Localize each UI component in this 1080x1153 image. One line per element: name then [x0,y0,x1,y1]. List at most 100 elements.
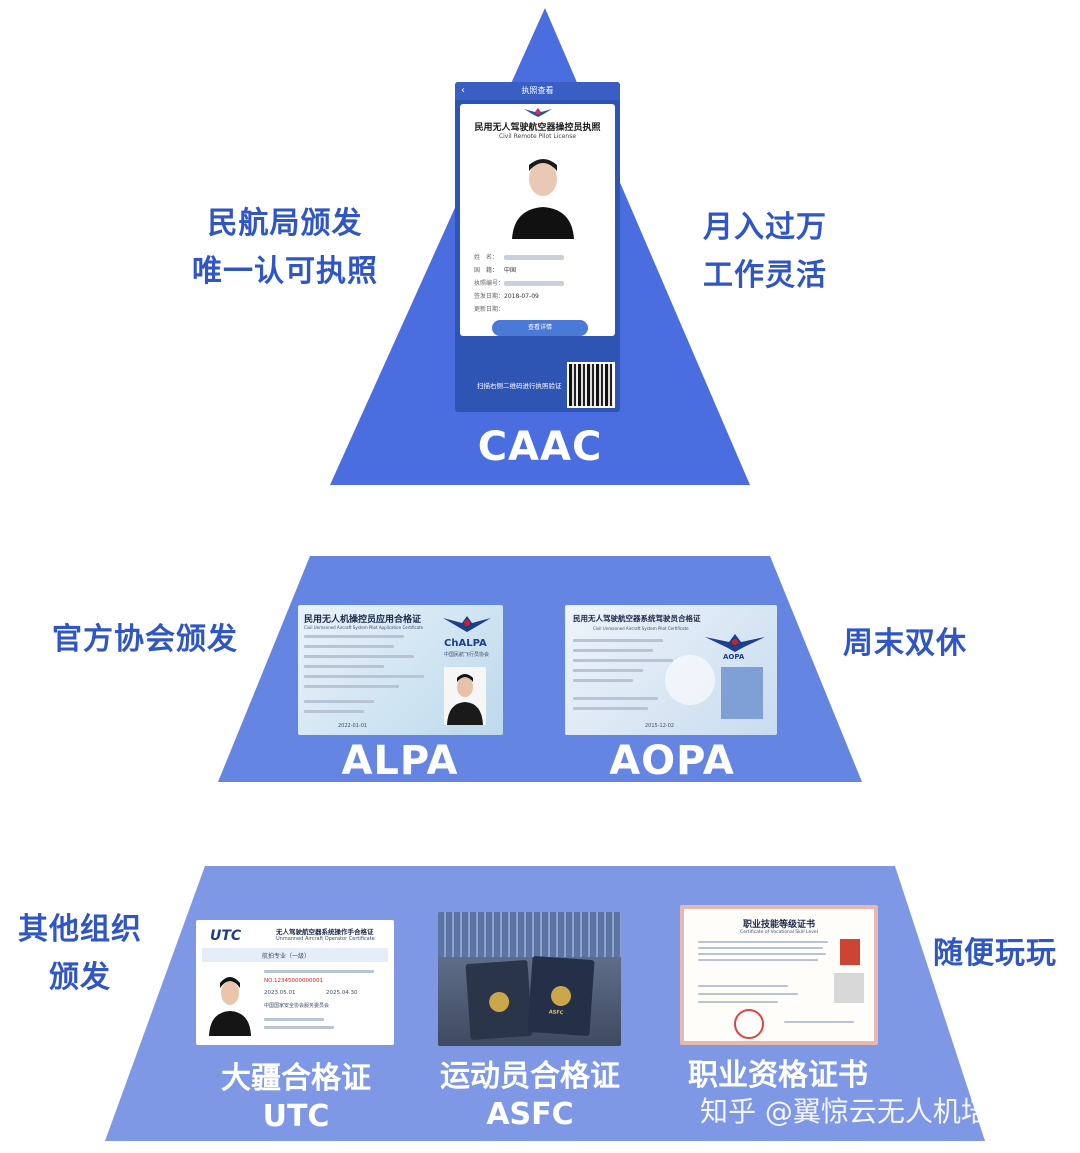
aopa-caption: AOPA [609,738,735,784]
alpa-line [304,645,394,648]
asfc-booklet [465,959,533,1041]
voc-line [698,993,798,995]
qr-code [567,362,615,408]
alpa-org: 中国民航飞行员协会 [444,652,490,658]
utc-major-bar: 航拍专业（一级） [202,948,388,962]
field-issue-date: 签发日期：2018-07-09 [474,293,539,300]
vocational-subtitle: Certificate of Vocational Skill Level [740,930,818,935]
tier3-left-line-1: 其他组织 [18,912,142,947]
vocational-certificate: 职业技能等级证书 Certificate of Vocational Skill… [680,905,878,1045]
pilot-photo [508,149,578,239]
tier2-left-label: 官方协会颁发 [40,616,250,664]
alpa-line [304,675,424,678]
utc-line [264,1026,334,1029]
field-update-date: 更新日期： [474,306,505,313]
asfc-certificate-photo: ASFC [438,912,621,1046]
aopa-photo [721,667,763,719]
tier1-left-label: 民航局颁发 唯一认可执照 [175,200,395,296]
voc-line [698,953,826,955]
aopa-logo: AOPA [723,653,745,661]
phone-top-title: 执照查看 [521,86,554,95]
tier1-right-line-2: 工作灵活 [703,258,827,293]
alpa-subtitle: Civil Unmanned Aircraft System Pilot App… [304,625,424,630]
aopa-line [573,639,663,642]
alpa-date: 2022-01-01 [338,723,368,729]
caac-license-phone: ‹ 执照查看 民用无人驾驶航空器操控员执照 Civil Remote Pilot… [455,82,620,412]
voc-line [784,1021,854,1023]
alpa-line [304,635,404,638]
voc-line [698,941,828,943]
alpa-line [304,710,364,713]
tier1-right-line-1: 月入过万 [703,210,827,245]
utc-org: 中国国家安全协会服务委员会 [264,1003,330,1009]
voc-line [698,959,818,961]
tier2-right-line-1: 周末双休 [843,626,967,661]
utc-logo: UTC [210,928,242,944]
aopa-wing-icon [705,634,765,652]
field-name: 姓 名： [474,252,564,261]
asfc-badge: ASFC [548,1009,564,1017]
license-card: 民用无人驾驶航空器操控员执照 Civil Remote Pilot Licens… [460,104,615,336]
view-details-button[interactable]: 查看详情 [492,320,588,336]
voc-seal [734,1009,764,1039]
back-icon: ‹ [461,85,465,96]
utc-cert-no: NO.12345000000001 [264,978,323,984]
phone-top-bar: ‹ 执照查看 [455,82,620,100]
utc-expire-date: 2025.04.30 [326,990,358,996]
tier3-right-label: 随便玩玩 [925,930,1065,978]
caac-wing-icon [524,108,552,117]
asfc-booklet: ASFC [527,955,595,1037]
field-nationality: 国 籍：中国 [474,267,517,274]
zhihu-watermark: 知乎 @翼惊云无人机培训 [700,1095,1017,1128]
aopa-line [573,649,653,652]
utc-subtitle: Unmanned Aircraft Operator Certificate [276,936,375,942]
aopa-line [573,669,643,672]
utc-caption-line-1: 大疆合格证 [221,1061,371,1096]
alpa-photo [444,667,486,725]
asfc-emblem [550,985,572,1007]
alpa-line [304,700,374,703]
utc-issue-date: 2023.05.01 [264,990,296,996]
aopa-line [573,697,658,700]
tier1-left-line-2: 唯一认可执照 [192,254,378,289]
license-subtitle: Civil Remote Pilot License [498,133,577,140]
license-title: 民用无人驾驶航空器操控员执照 [474,123,601,133]
utc-line [264,970,374,973]
vocational-caption: 职业资格证书 [688,1058,868,1093]
utc-caption-line-2: UTC [262,1099,330,1134]
voc-photo [840,939,860,965]
alpa-certificate: 民用无人机操控员应用合格证 Civil Unmanned Aircraft Sy… [298,605,503,735]
utc-title: 无人驾驶航空器系统操作手合格证 [276,928,374,936]
tier1-right-label: 月入过万 工作灵活 [680,204,850,300]
tier2-right-label: 周末双休 [830,620,980,668]
chalpa-logo: ChALPA [444,638,487,649]
voc-qr [834,973,864,1003]
voc-line [698,1001,778,1003]
alpa-line [304,665,384,668]
alpa-title: 民用无人机操控员应用合格证 [304,615,422,625]
tier3-left-label: 其他组织 颁发 [10,906,150,1002]
aopa-subtitle: Civil Unmanned Aircraft System Pilot Cer… [593,626,689,631]
alpa-line [304,685,399,688]
tier2-left-line-1: 官方协会颁发 [52,622,238,657]
aopa-seal [665,655,715,705]
tier3-left-line-2: 颁发 [49,960,111,995]
aopa-line [573,707,648,710]
alpa-wing-icon [443,616,491,632]
aopa-date: 2015-12-02 [645,723,675,729]
tier3-right-line-1: 随便玩玩 [933,936,1057,971]
aopa-line [573,659,673,662]
vocational-title: 职业技能等级证书 [742,920,815,930]
utc-major: 航拍专业（一级） [262,953,311,960]
asfc-emblem [488,991,510,1013]
asfc-stack [438,912,621,957]
asfc-caption-line-2: ASFC [486,1097,574,1132]
caac-caption: CAAC [477,424,603,470]
utc-caption: 大疆合格证 UTC [196,1060,396,1136]
aopa-line [573,679,633,682]
aopa-title: 民用无人驾驶航空器系统驾驶员合格证 [573,614,701,623]
tier1-left-line-1: 民航局颁发 [207,206,363,241]
utc-line [264,1018,324,1021]
alpa-caption: ALPA [341,738,459,784]
utc-certificate: UTC 无人驾驶航空器系统操作手合格证 Unmanned Aircraft Op… [196,920,394,1045]
